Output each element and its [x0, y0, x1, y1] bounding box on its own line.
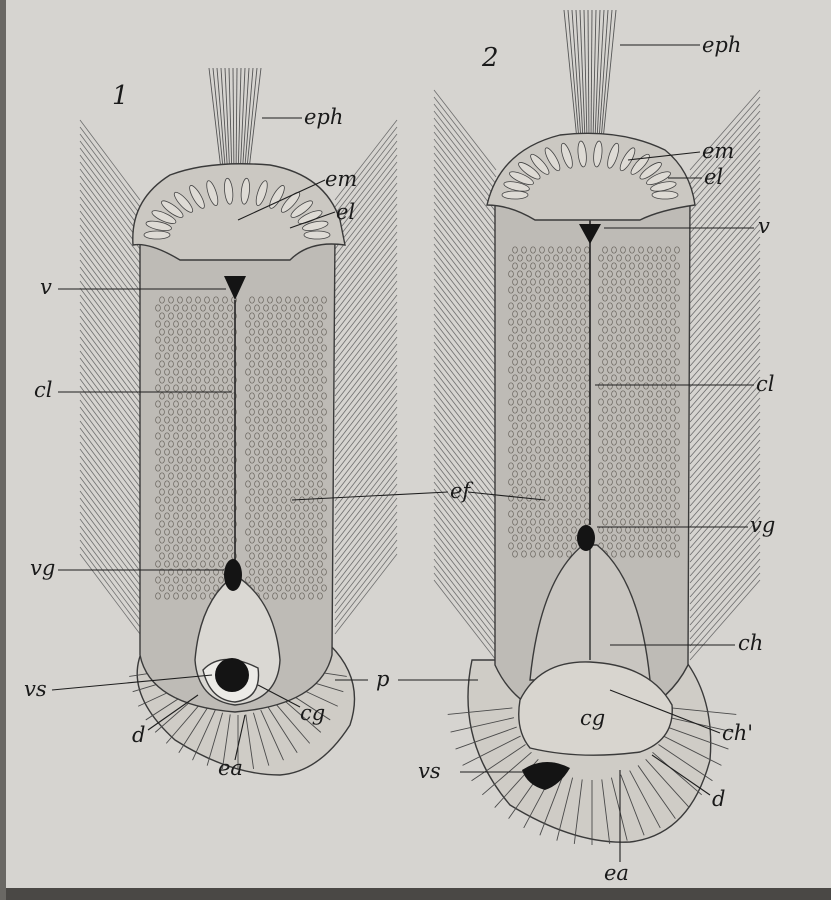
label-2-ch2: ch' — [722, 721, 753, 745]
label-1-v: v — [40, 275, 52, 299]
label-ef: ef — [450, 479, 473, 503]
label-2-el: el — [704, 165, 723, 189]
figure-2-number: 2 — [481, 43, 499, 73]
figure-1-vg — [224, 559, 242, 591]
label-2-vg: vg — [750, 513, 775, 537]
label-1-vs: vs — [24, 677, 47, 701]
scan-border-bottom — [0, 888, 831, 900]
label-1-el: el — [336, 200, 355, 224]
label-1-cl: cl — [34, 378, 52, 402]
label-2-vs: vs — [418, 759, 441, 783]
epithelial-cell — [502, 191, 528, 199]
label-1-d: d — [132, 723, 145, 747]
figure-2-vg — [577, 525, 595, 551]
label-2-ea: ea — [604, 861, 629, 885]
label-2-v: v — [758, 214, 770, 238]
label-1-cg: cg — [300, 701, 325, 725]
label-2-em: em — [702, 139, 734, 163]
epithelial-cell — [304, 231, 330, 239]
figure-1-vs — [215, 658, 249, 692]
epithelial-cell — [652, 191, 678, 199]
label-2-eph: eph — [702, 33, 741, 57]
label-1-ea: ea — [218, 756, 243, 780]
label-1-em: em — [325, 167, 357, 191]
label-2-d: d — [712, 787, 725, 811]
label-2-ch: ch — [738, 631, 763, 655]
scan-border-left — [0, 0, 6, 900]
label-2-cg: cg — [580, 706, 605, 730]
label-1-eph: eph — [304, 105, 343, 129]
label-1-vg: vg — [30, 556, 55, 580]
epithelial-cell — [144, 231, 170, 239]
label-2-cl: cl — [756, 372, 774, 396]
figure-1-number: 1 — [112, 81, 129, 111]
label-p: p — [376, 667, 389, 691]
